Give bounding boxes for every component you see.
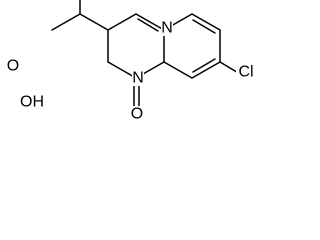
bond-c7-c6 [191, 61, 221, 79]
oh-label: OH [20, 94, 44, 111]
molecule-structure: N N O Cl OH O [6, 0, 256, 123]
bond-n5-c4 [107, 61, 137, 79]
n5-label-bg [132, 70, 144, 86]
bond-c2-n1 [135, 13, 165, 31]
oh-label-bg [20, 94, 44, 110]
bond-c3-cooh [79, 13, 109, 31]
bonds [51, 0, 241, 107]
bond-cooh-oh [51, 13, 81, 31]
n1-label: N [161, 20, 173, 37]
acid-o-label: O [7, 58, 19, 75]
cl-label-bg [236, 64, 256, 80]
bond-c9-c8 [191, 13, 221, 31]
n5-label: N [132, 70, 144, 87]
bond-c3-c2 [107, 13, 137, 31]
carbonyl-o-label-bg [130, 106, 144, 122]
acid-o-label-bg [6, 58, 20, 74]
bond-c7-c6-inner [192, 58, 216, 73]
carbonyl-o-label: O [131, 106, 143, 123]
bond-c2-n1-inner [137, 18, 159, 32]
atom-labels: N N O Cl OH O [6, 20, 256, 123]
bond-c9-c8-inner [192, 19, 216, 34]
n1-label-bg [161, 20, 173, 36]
cl-label: Cl [238, 64, 253, 81]
bond-c6-n5 [163, 61, 193, 79]
